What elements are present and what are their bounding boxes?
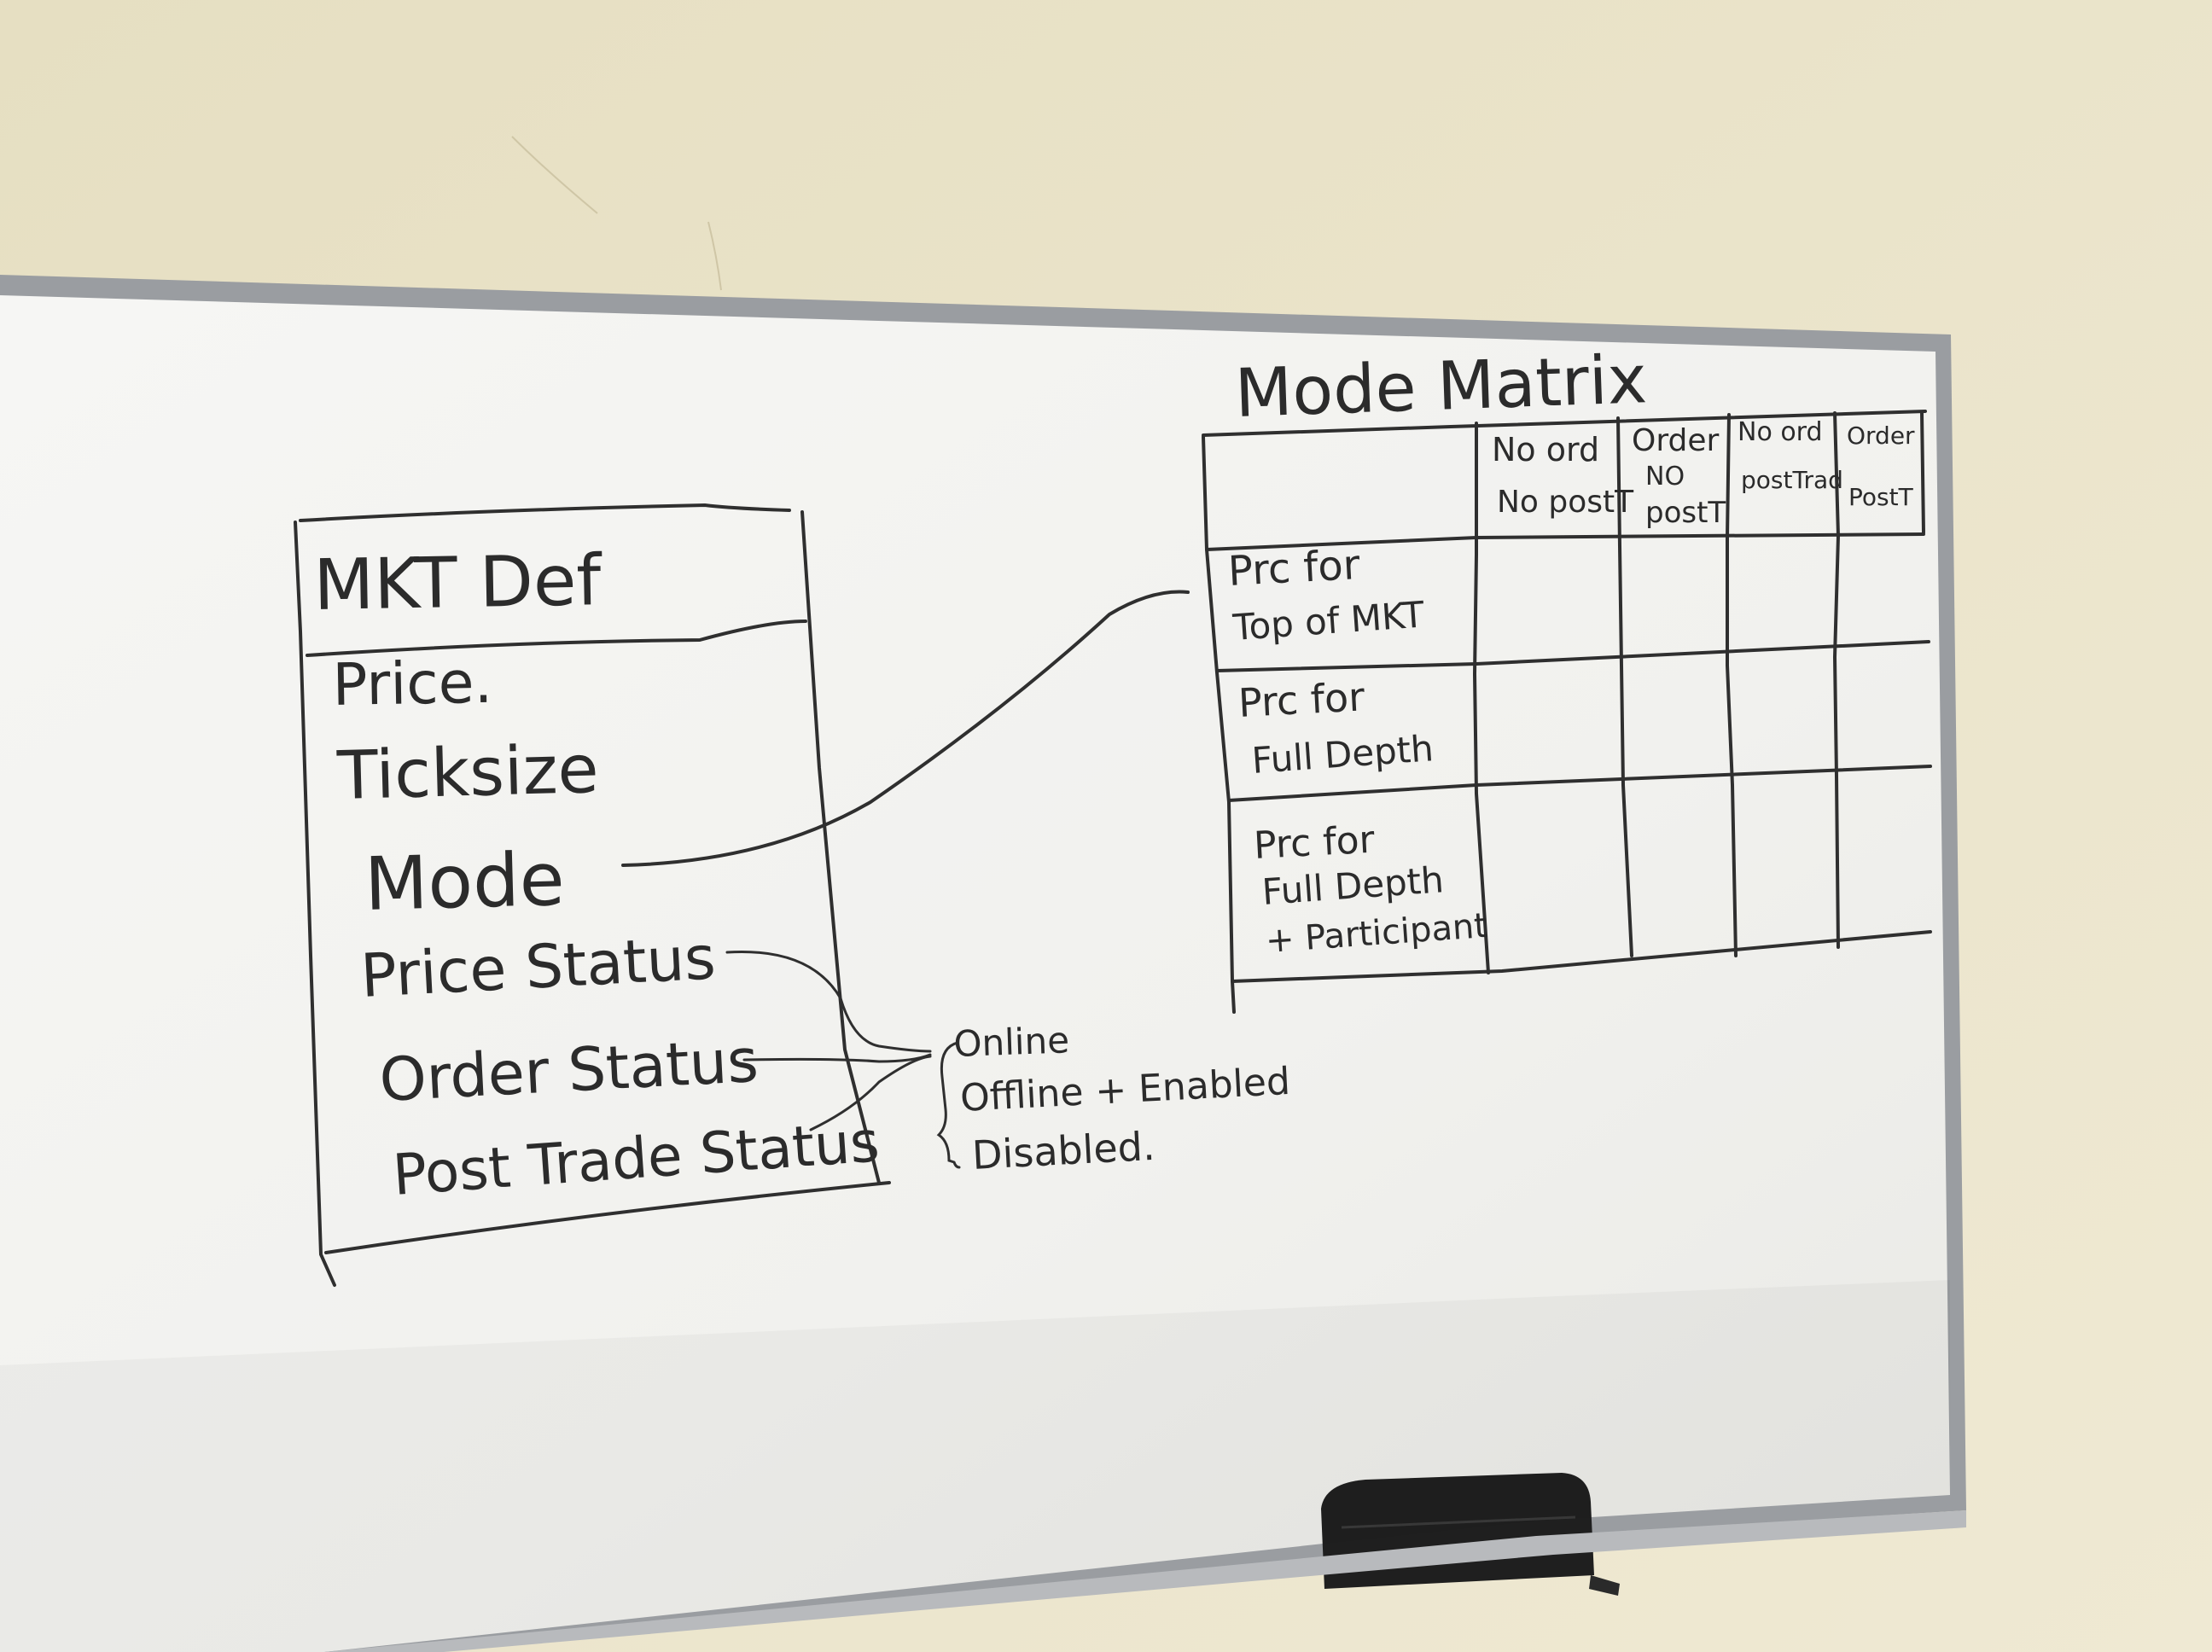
column-header-line: No postT <box>1497 485 1634 520</box>
column-header-line: postT <box>1645 496 1726 530</box>
whiteboard-surface <box>0 295 1950 1652</box>
field-mode: Mode <box>364 837 566 928</box>
column-header-2: Order NO postT <box>1632 423 1726 530</box>
status-brace <box>936 1041 961 1169</box>
column-header-line: PostT <box>1848 483 1914 511</box>
field-ticksize: Ticksize <box>335 731 599 815</box>
column-header-line: Order <box>1847 422 1915 450</box>
column-header-line: NO <box>1645 462 1685 492</box>
row-header-line: Prc for <box>1237 673 1366 726</box>
column-header-line: No ord <box>1492 431 1599 468</box>
mode-connector-line <box>621 590 1190 867</box>
column-header-line: Order <box>1632 423 1720 458</box>
status-disabled: Disabled. <box>971 1123 1156 1178</box>
field-price: Price. <box>332 649 493 719</box>
mkt-def-title: MKT Def <box>313 540 604 626</box>
column-header-1: No ord No postT <box>1492 431 1634 520</box>
status-connectors <box>725 950 932 1131</box>
wall-scratch <box>511 136 598 214</box>
row-header-line: Prc for <box>1227 541 1361 596</box>
mkt-def-box <box>294 503 891 1287</box>
wall-scratch <box>707 221 722 291</box>
row-header-3: Prc for Full Depth + Participant <box>1253 818 1489 961</box>
status-online: Online <box>953 1019 1070 1065</box>
mode-matrix-grid <box>1202 410 1932 1014</box>
column-header-4: Order PostT <box>1847 422 1915 511</box>
column-header-line: postTrad <box>1741 466 1843 494</box>
column-header-line: No ord <box>1738 417 1823 447</box>
row-header-line: Prc for <box>1253 818 1377 868</box>
column-header-3: No ord postTrad <box>1738 417 1843 494</box>
marker-tray <box>324 1510 1966 1652</box>
mode-matrix-title: Mode Matrix <box>1234 341 1649 433</box>
